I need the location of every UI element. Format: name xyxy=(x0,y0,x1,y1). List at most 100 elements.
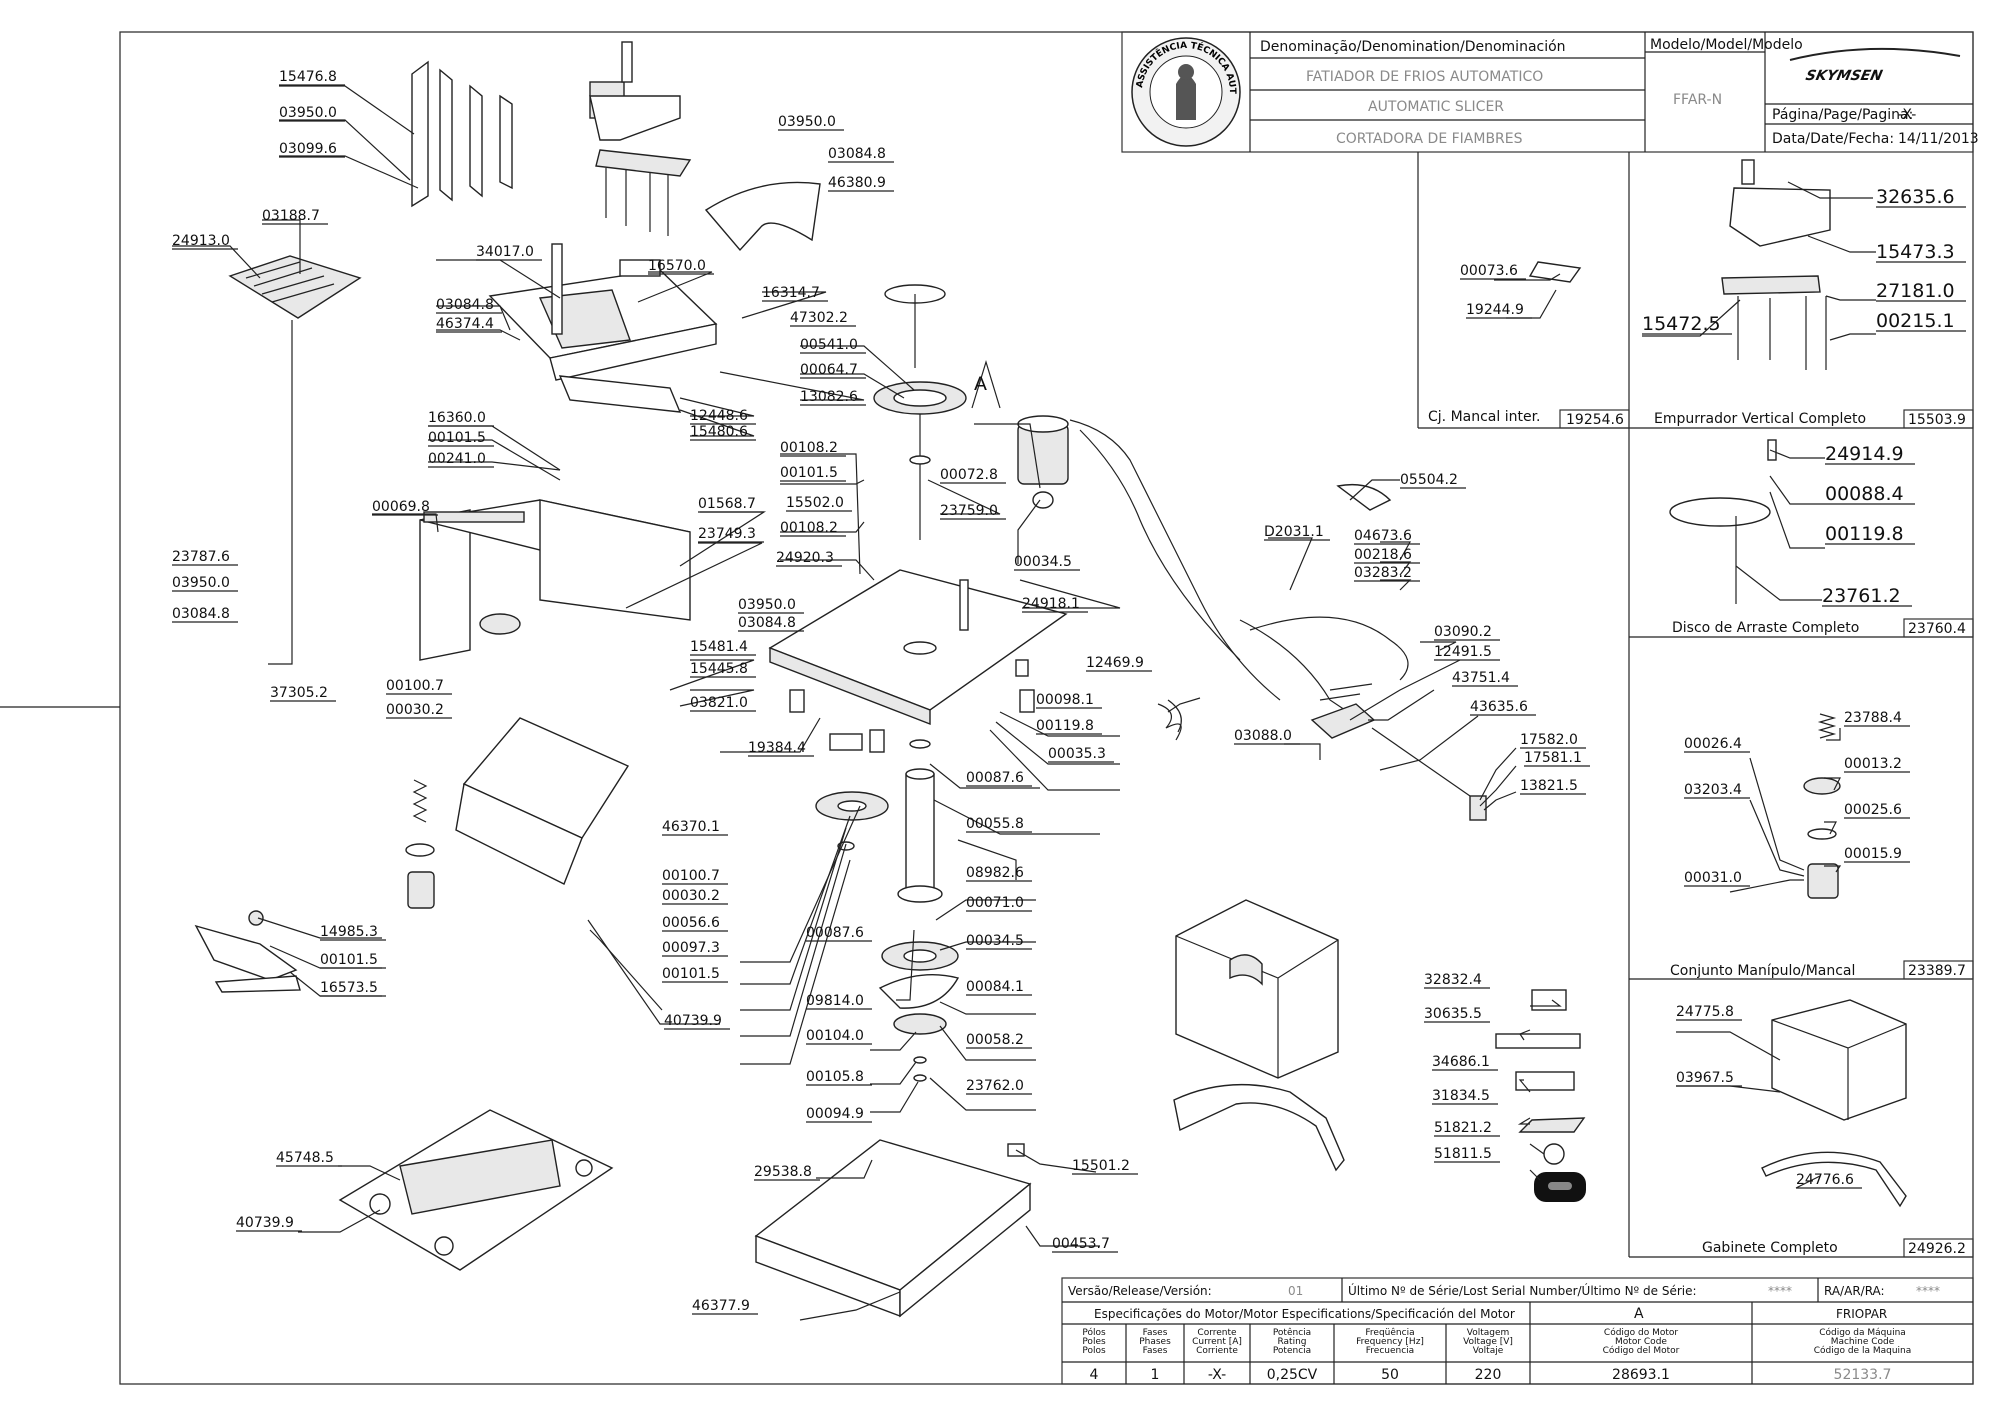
spec-header-line: Current [A] xyxy=(1192,1337,1242,1347)
svg-text:12491.5: 12491.5 xyxy=(1434,644,1492,660)
callout-23759-0: 23759.0 xyxy=(940,503,1006,520)
svg-text:00030.2: 00030.2 xyxy=(386,702,444,718)
callout-15502-0: 15502.0 xyxy=(786,495,852,512)
svg-text:00030.2: 00030.2 xyxy=(662,888,720,904)
callout-00104-0: 00104.0 xyxy=(806,1028,872,1045)
spec-header-line: Freqüência xyxy=(1365,1327,1414,1338)
callout-03950-0: 03950.0 xyxy=(778,114,844,131)
callout-12448-6: 12448.6 xyxy=(690,408,756,425)
assembly-callout-00026-4: 00026.4 xyxy=(1684,736,1750,753)
page-value: -X- xyxy=(1898,107,1916,123)
callout-12491-5: 12491.5 xyxy=(1434,644,1500,661)
svg-text:00025.6: 00025.6 xyxy=(1844,802,1902,818)
callout-15445-8: 15445.8 xyxy=(690,661,756,678)
spec-value: -X- xyxy=(1208,1367,1226,1383)
svg-text:00094.9: 00094.9 xyxy=(806,1106,864,1122)
svg-text:00058.2: 00058.2 xyxy=(966,1032,1024,1048)
callout-40739-9: 40739.9 xyxy=(664,1013,730,1030)
svg-text:03821.0: 03821.0 xyxy=(690,695,748,711)
callout-19384-4: 19384.4 xyxy=(748,740,814,757)
model-label: Modelo/Model/Modelo xyxy=(1650,37,1803,53)
svg-text:24775.8: 24775.8 xyxy=(1676,1004,1734,1020)
assembly-code-empurrador: 15503.9 xyxy=(1908,412,1966,428)
svg-text:03950.0: 03950.0 xyxy=(738,597,796,613)
svg-text:13082.6: 13082.6 xyxy=(800,389,858,405)
callout-13821-5: 13821.5 xyxy=(1520,778,1586,795)
svg-text:03090.2: 03090.2 xyxy=(1434,624,1492,640)
callout-00097-3: 00097.3 xyxy=(662,940,728,957)
spec-header-line: Código del Motor xyxy=(1603,1345,1680,1356)
assembly-callout-00215-1: 00215.1 xyxy=(1876,310,1966,332)
callout-43751-4: 43751.4 xyxy=(1452,670,1518,687)
callout-00101-5: 00101.5 xyxy=(320,952,386,969)
spec-value: 1 xyxy=(1151,1367,1160,1383)
seal-text: ASSISTÊNCIA TÉCNICA AUTORIZADA xyxy=(0,0,1237,95)
spec-header-line: Poles xyxy=(1082,1337,1106,1347)
spec-header-line: Voltagem xyxy=(1467,1328,1510,1338)
callout-37305-2: 37305.2 xyxy=(270,685,336,702)
callout-23762-0: 23762.0 xyxy=(966,1078,1032,1095)
spec-header-line: Código da Máquina xyxy=(1819,1327,1906,1338)
callout-00034-5: 00034.5 xyxy=(966,933,1032,950)
callout-03084-8: 03084.8 xyxy=(172,606,238,623)
spec-header-line: Fases xyxy=(1143,1328,1168,1338)
callout-16573-5: 16573.5 xyxy=(320,980,386,997)
svg-text:15501.2: 15501.2 xyxy=(1072,1158,1130,1174)
callout-16314-7: 16314.7 xyxy=(762,285,828,302)
assembly-callout-03967-5: 03967.5 xyxy=(1676,1070,1742,1087)
callout-03088-0: 03088.0 xyxy=(1234,728,1300,745)
svg-text:46380.9: 46380.9 xyxy=(828,175,886,191)
assembly-callout-24914-9: 24914.9 xyxy=(1825,443,1915,465)
callout-16570-0: 16570.0 xyxy=(648,258,714,275)
spec-header-line: Potência xyxy=(1273,1327,1311,1338)
friopar-label: FRIOPAR xyxy=(1836,1307,1887,1321)
assembly-callout-00119-8: 00119.8 xyxy=(1825,523,1915,545)
svg-text:00453.7: 00453.7 xyxy=(1052,1236,1110,1252)
drawing-frame xyxy=(119,31,1974,1385)
svg-text:03084.8: 03084.8 xyxy=(828,146,886,162)
spec-header-line: Voltaje xyxy=(1473,1346,1504,1356)
callout-03188-7: 03188.7 xyxy=(262,208,328,225)
model-value: FFAR-N xyxy=(1673,92,1722,108)
svg-text:00101.5: 00101.5 xyxy=(662,966,720,982)
spec-header-line: Corrente xyxy=(1197,1328,1237,1338)
svg-text:00015.9: 00015.9 xyxy=(1844,846,1902,862)
assembly-callout-23761-2: 23761.2 xyxy=(1822,585,1912,607)
svg-text:00031.0: 00031.0 xyxy=(1684,870,1742,886)
svg-text:03099.6: 03099.6 xyxy=(279,141,337,157)
spec-header-line: Potencia xyxy=(1273,1346,1311,1356)
assembly-code-disco: 23760.4 xyxy=(1908,621,1966,637)
assembly-callout-23788-4: 23788.4 xyxy=(1844,710,1910,727)
svg-text:03967.5: 03967.5 xyxy=(1676,1070,1734,1086)
svg-text:51821.2: 51821.2 xyxy=(1434,1120,1492,1136)
svg-text:47302.2: 47302.2 xyxy=(790,310,848,326)
svg-text:40739.9: 40739.9 xyxy=(236,1215,294,1231)
serial-value: **** xyxy=(1768,1284,1792,1298)
svg-text:19244.9: 19244.9 xyxy=(1466,302,1524,318)
spec-header-line: Rating xyxy=(1277,1337,1306,1347)
assembly-callout-layer: 00073.619244.932635.615473.327181.015472… xyxy=(1460,186,1966,1189)
svg-text:00100.7: 00100.7 xyxy=(386,678,444,694)
callout-00108-2: 00108.2 xyxy=(780,440,846,457)
svg-text:14985.3: 14985.3 xyxy=(320,924,378,940)
callout-00058-2: 00058.2 xyxy=(966,1032,1032,1049)
callout-17581-1: 17581.1 xyxy=(1524,750,1590,767)
svg-text:03950.0: 03950.0 xyxy=(172,575,230,591)
assembly-callout-15473-3: 15473.3 xyxy=(1876,241,1966,263)
assembly-title-mancal: Cj. Mancal inter. xyxy=(1428,409,1541,425)
svg-text:51811.5: 51811.5 xyxy=(1434,1146,1492,1162)
callout-00055-8: 00055.8 xyxy=(966,816,1032,833)
callout-24920-3: 24920.3 xyxy=(776,550,842,567)
callout-29538-8: 29538.8 xyxy=(754,1164,820,1181)
callout-17582-0: 17582.0 xyxy=(1520,732,1586,749)
spec-value: 50 xyxy=(1381,1367,1399,1383)
assembly-callout-00013-2: 00013.2 xyxy=(1844,756,1910,773)
callout-45748-5: 45748.5 xyxy=(276,1150,342,1167)
svg-text:00035.3: 00035.3 xyxy=(1048,746,1106,762)
assembly-title-disco: Disco de Arraste Completo xyxy=(1672,620,1859,636)
version-label: Versão/Release/Versión: xyxy=(1068,1284,1212,1298)
svg-text:00072.8: 00072.8 xyxy=(940,467,998,483)
callout-03950-0: 03950.0 xyxy=(172,575,238,592)
svg-text:03283.2: 03283.2 xyxy=(1354,565,1412,581)
callout-00098-1: 00098.1 xyxy=(1036,692,1102,709)
